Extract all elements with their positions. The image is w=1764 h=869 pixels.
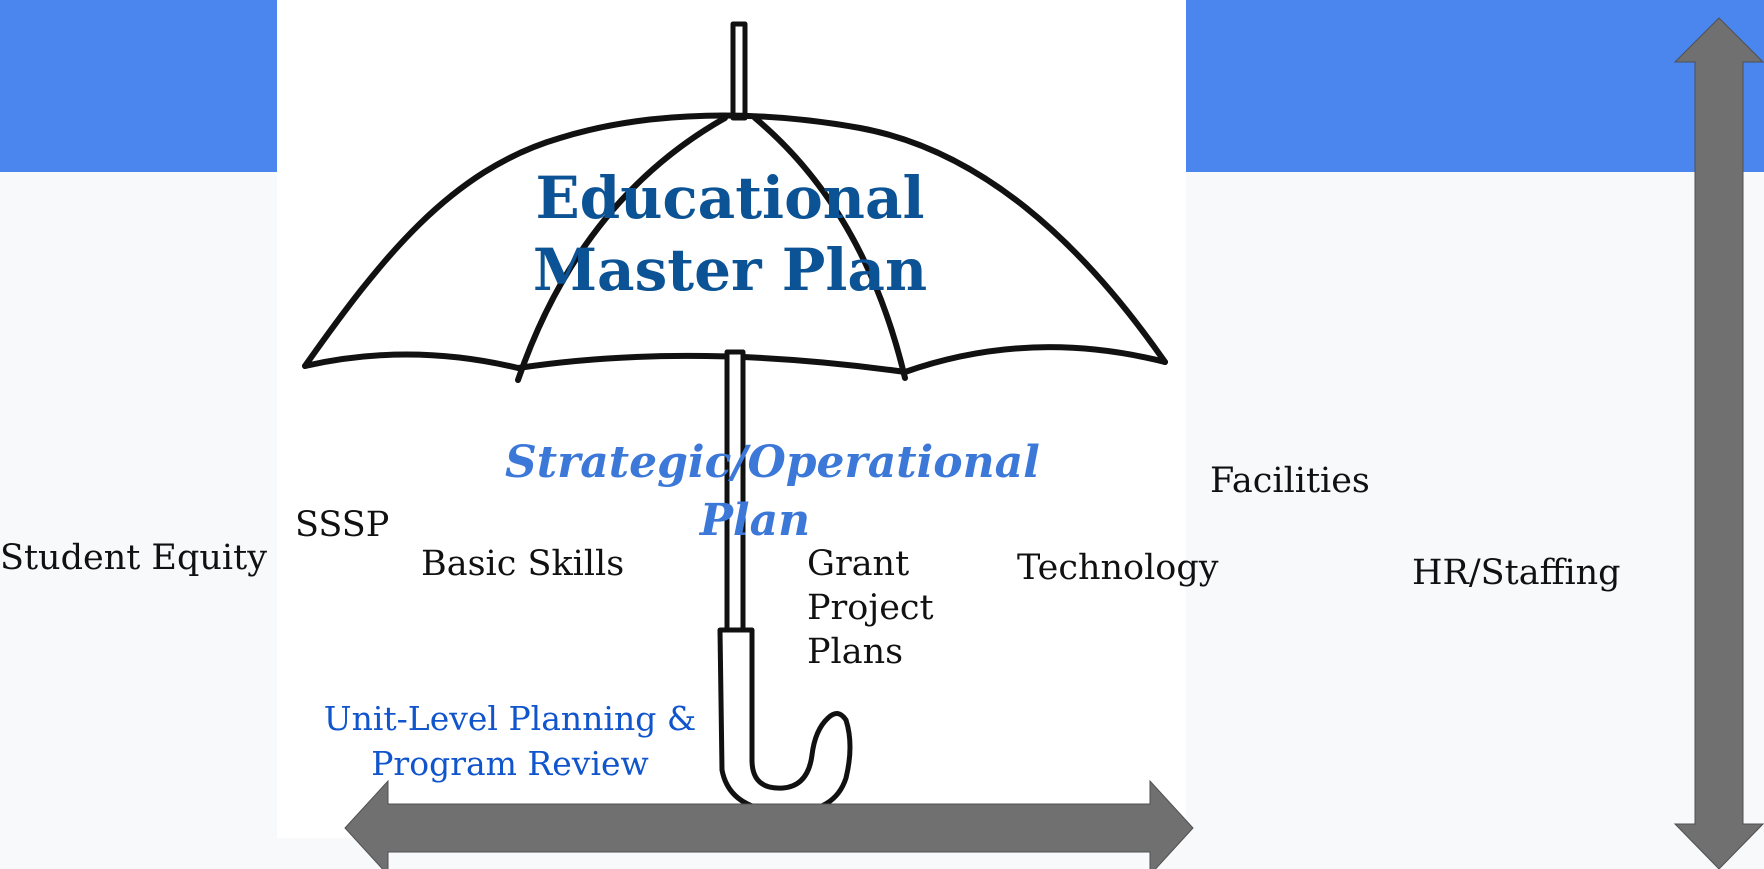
grant-line-2: Project	[807, 588, 934, 628]
facilities-label: Facilities	[1210, 461, 1370, 501]
grant-project-plans-label: Grant Project Plans	[807, 542, 947, 674]
educational-master-plan-title: Educational Master Plan	[520, 162, 940, 306]
umbrella-tip	[730, 21, 748, 121]
strategic-operational-plan-label: Strategic/Operational Plan	[505, 434, 1040, 550]
vertical-double-arrow	[1673, 17, 1764, 869]
technology-label: Technology	[1017, 548, 1219, 588]
unit-level-line-1: Unit-Level Planning &	[323, 699, 697, 738]
title-line-1: Educational	[535, 164, 925, 232]
horizontal-double-arrow	[344, 779, 1194, 869]
basic-skills-label: Basic Skills	[421, 544, 625, 584]
unit-level-line-2: Program Review	[371, 744, 649, 783]
sssp-label: SSSP	[295, 505, 390, 545]
strategic-line-1: Strategic/Operational	[505, 437, 1040, 488]
hr-staffing-label: HR/Staffing	[1412, 553, 1621, 593]
umbrella-canopy-edge	[302, 344, 1168, 375]
title-line-2: Master Plan	[532, 236, 928, 304]
student-equity-label: Student Equity	[0, 538, 267, 578]
grant-line-3: Plans	[807, 632, 904, 672]
unit-level-planning-label: Unit-Level Planning & Program Review	[310, 696, 710, 786]
umbrella-rib-left	[515, 115, 728, 383]
umbrella-icon	[302, 21, 1168, 815]
strategic-line-2: Plan	[699, 495, 811, 546]
grant-line-1: Grant	[807, 544, 910, 584]
umbrella-rib-right	[752, 115, 908, 381]
